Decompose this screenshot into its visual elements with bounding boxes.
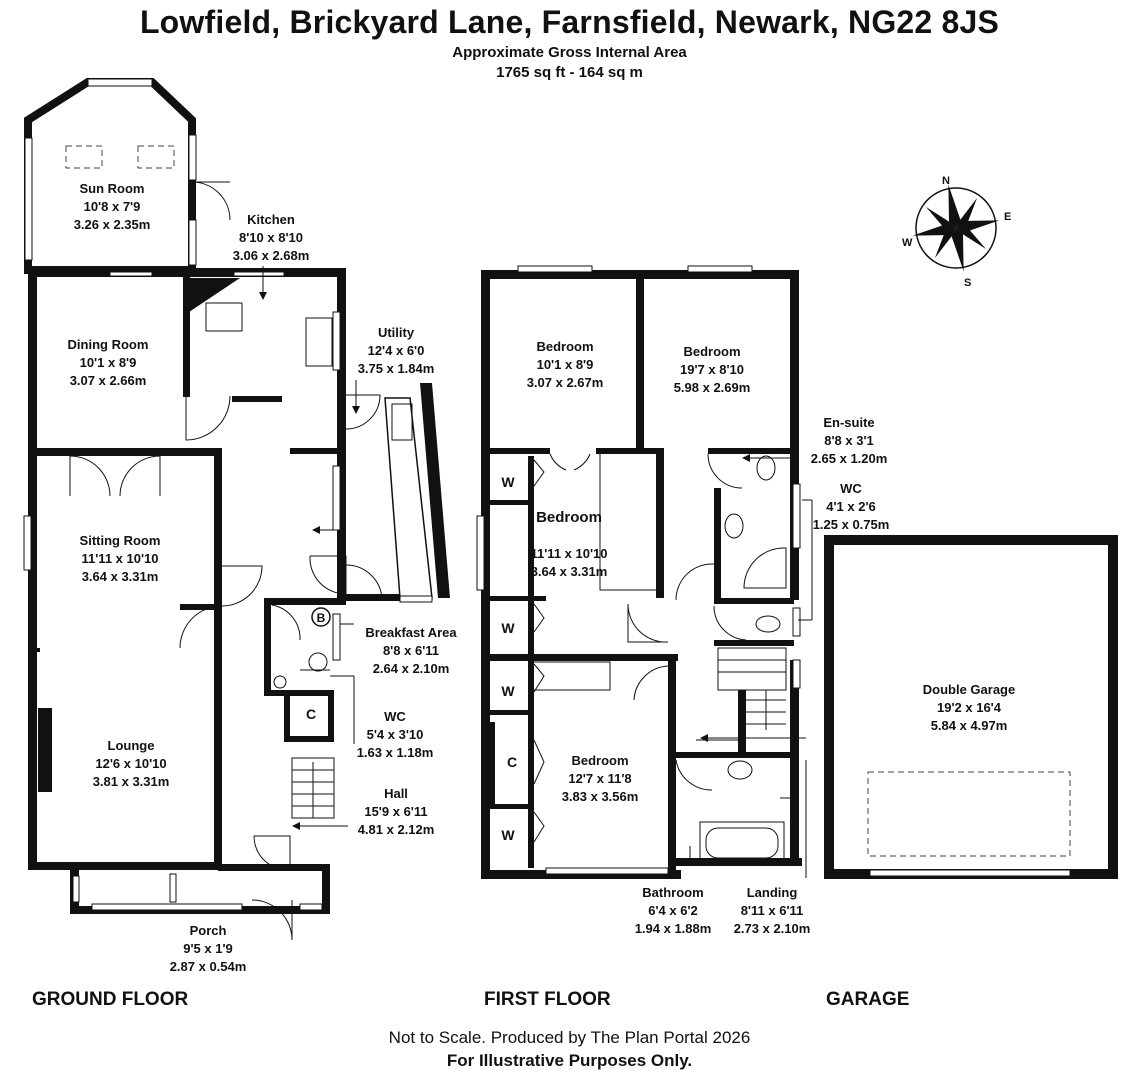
fixture-markers: B C W W W C W	[306, 474, 517, 843]
garage-plan	[824, 535, 1118, 879]
bedroom-3-name: Bedroom	[536, 509, 602, 526]
dining-room-name: Dining Room	[68, 337, 149, 352]
ground-stairs	[291, 757, 335, 819]
hall-metric: 4.81 x 2.12m	[358, 822, 435, 837]
wc-first-metric: 1.25 x 0.75m	[813, 517, 890, 532]
double-garage-name: Double Garage	[923, 682, 1015, 697]
utility-name: Utility	[378, 325, 415, 340]
wc-first-imperial: 4'1 x 2'6	[826, 499, 876, 514]
garage-heading: GARAGE	[826, 989, 909, 1010]
utility-imperial: 12'4 x 6'0	[368, 343, 425, 358]
breakfast-area-metric: 2.64 x 2.10m	[373, 661, 450, 676]
sitting-room-imperial: 11'11 x 10'10	[81, 551, 158, 566]
cupboard-marker-ground: C	[306, 706, 316, 722]
double-garage-imperial: 19'2 x 16'4	[937, 700, 1002, 715]
lounge-imperial: 12'6 x 10'10	[95, 756, 166, 771]
area-label: Approximate Gross Internal Area	[452, 44, 687, 61]
bathroom-name: Bathroom	[642, 885, 703, 900]
kitchen-metric: 3.06 x 2.68m	[233, 248, 310, 263]
landing-imperial: 8'11 x 6'11	[741, 903, 804, 918]
landing-metric: 2.73 x 2.10m	[734, 921, 811, 936]
en-suite-metric: 2.65 x 1.20m	[811, 451, 888, 466]
bedroom-1-metric: 3.07 x 2.67m	[527, 375, 604, 390]
area-value: 1765 sq ft - 164 sq m	[496, 64, 643, 81]
bedroom-1-name: Bedroom	[536, 339, 593, 354]
porch-metric: 2.87 x 0.54m	[170, 959, 247, 974]
bathroom-metric: 1.94 x 1.88m	[635, 921, 712, 936]
double-garage-metric: 5.84 x 4.97m	[931, 718, 1008, 733]
sun-room-metric: 3.26 x 2.35m	[74, 217, 151, 232]
sun-room-name: Sun Room	[80, 181, 145, 196]
en-suite-name: En-suite	[823, 415, 874, 430]
wc-first-name: WC	[840, 481, 862, 496]
en-suite-imperial: 8'8 x 3'1	[824, 433, 874, 448]
bedroom-1-imperial: 10'1 x 8'9	[537, 357, 594, 372]
bedroom-2-name: Bedroom	[683, 344, 740, 359]
footer-disclaimer: For Illustrative Purposes Only.	[446, 1051, 693, 1070]
hall-imperial: 15'9 x 6'11	[364, 804, 427, 819]
leader-lines	[259, 266, 813, 878]
bedroom-4-metric: 3.83 x 3.56m	[562, 789, 639, 804]
breakfast-area-name: Breakfast Area	[365, 625, 457, 640]
landing-name: Landing	[747, 885, 798, 900]
compass-w: W	[902, 237, 913, 249]
porch-imperial: 9'5 x 1'9	[183, 941, 233, 956]
wardrobe-marker-3: W	[501, 683, 515, 699]
wc-ground-name: WC	[384, 709, 406, 724]
bedroom-4-name: Bedroom	[571, 753, 628, 768]
sitting-room-name: Sitting Room	[80, 533, 161, 548]
bedroom-2-imperial: 19'7 x 8'10	[680, 362, 744, 377]
sun-room-imperial: 10'8 x 7'9	[84, 199, 141, 214]
boiler-marker: B	[317, 611, 326, 625]
kitchen-imperial: 8'10 x 8'10	[239, 230, 303, 245]
compass-e: E	[1004, 211, 1011, 223]
wardrobe-marker-1: W	[501, 474, 515, 490]
footer-note: Not to Scale. Produced by The Plan Porta…	[388, 1028, 751, 1047]
wc-ground-imperial: 5'4 x 3'10	[367, 727, 424, 742]
dining-room-metric: 3.07 x 2.66m	[70, 373, 147, 388]
dining-room-imperial: 10'1 x 8'9	[80, 355, 137, 370]
utility-metric: 3.75 x 1.84m	[358, 361, 435, 376]
breakfast-area-imperial: 8'8 x 6'11	[383, 643, 439, 658]
ground-floor-plan	[23, 78, 450, 941]
first-floor-heading: FIRST FLOOR	[484, 989, 611, 1010]
sitting-room-metric: 3.64 x 3.31m	[82, 569, 159, 584]
first-floor-plan	[476, 265, 802, 879]
room-labels: Sun Room 10'8 x 7'9 3.26 x 2.35m Kitchen…	[68, 181, 1016, 974]
bedroom-3-imperial: 11'11 x 10'10	[530, 546, 607, 561]
compass-n: N	[942, 175, 950, 187]
lounge-name: Lounge	[108, 738, 155, 753]
bedroom-2-metric: 5.98 x 2.69m	[674, 380, 751, 395]
cupboard-marker-first: C	[507, 754, 517, 770]
compass-rose-icon: N E S W	[902, 175, 1011, 289]
bathroom-imperial: 6'4 x 6'2	[648, 903, 698, 918]
wardrobe-marker-2: W	[501, 620, 515, 636]
bedroom-3-metric: 3.64 x 3.31m	[531, 564, 608, 579]
kitchen-name: Kitchen	[247, 212, 295, 227]
bedroom-4-imperial: 12'7 x 11'8	[568, 771, 631, 786]
ground-floor-heading: GROUND FLOOR	[32, 989, 188, 1010]
hall-name: Hall	[384, 786, 408, 801]
porch-name: Porch	[190, 923, 227, 938]
compass-s: S	[964, 277, 971, 289]
wc-ground-metric: 1.63 x 1.18m	[357, 745, 434, 760]
lounge-metric: 3.81 x 3.31m	[93, 774, 170, 789]
page-title: Lowfield, Brickyard Lane, Farnsfield, Ne…	[139, 4, 1000, 40]
wardrobe-marker-4: W	[501, 827, 515, 843]
